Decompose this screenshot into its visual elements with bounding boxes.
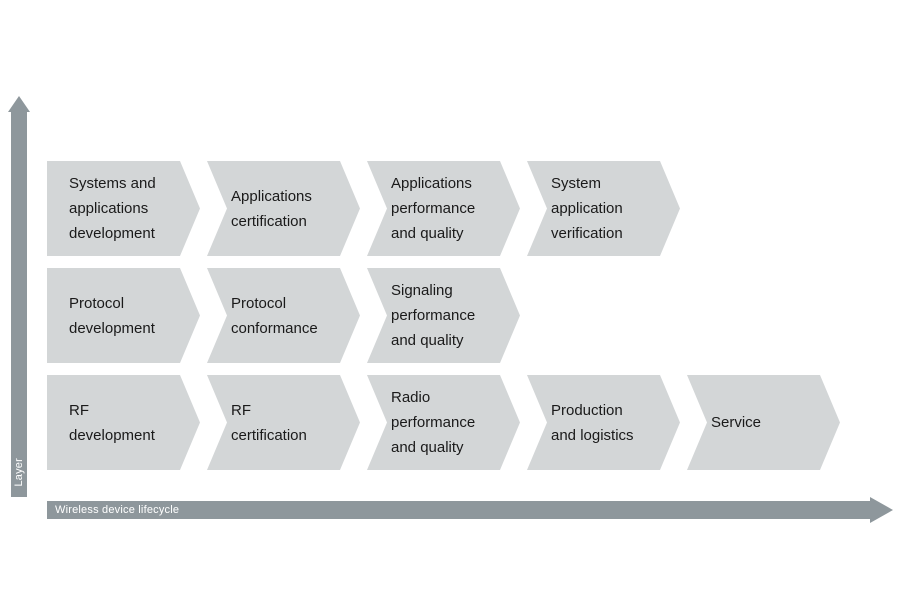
step-label: Protocol conformance	[231, 294, 318, 337]
lifecycle-axis-arrow: Wireless device lifecycle	[47, 497, 893, 523]
step-label: System application verification	[551, 175, 623, 242]
step-radio-performance-and-quality: Radio performance and quality	[367, 375, 520, 470]
step-service: Service	[687, 375, 840, 470]
step-protocol-development: Protocol development	[47, 268, 200, 363]
step-label: Signaling performance and quality	[391, 282, 476, 349]
step-rf-development: RF development	[47, 375, 200, 470]
lifecycle-axis-label: Wireless device lifecycle	[55, 504, 180, 516]
step-label: Applications certification	[231, 187, 312, 230]
step-signaling-performance-and-quality: Signaling performance and quality	[367, 268, 520, 363]
step-systems-and-applications-development: Systems and applications development	[47, 161, 200, 256]
step-protocol-conformance: Protocol conformance	[207, 268, 360, 363]
step-label: Applications performance and quality	[391, 175, 476, 242]
step-label: RF certification	[231, 401, 307, 444]
step-label: Service	[711, 414, 762, 431]
step-label: Production and logistics	[551, 401, 634, 444]
step-label: Protocol development	[69, 294, 155, 337]
step-applications-performance-and-quality: Applications performance and quality	[367, 161, 520, 256]
step-label: RF development	[69, 401, 155, 444]
step-system-application-verification: System application verification	[527, 161, 680, 256]
protocol-row: Protocol development Protocol conformanc…	[47, 268, 520, 363]
step-rf-certification: RF certification	[207, 375, 360, 470]
rf-row: RF development RF certification Radio pe…	[47, 375, 840, 470]
step-label: Radio performance and quality	[391, 389, 476, 456]
layer-axis-label: Layer	[13, 458, 25, 487]
applications-row: Systems and applications development App…	[47, 161, 680, 256]
step-label: Systems and applications development	[69, 175, 156, 242]
step-production-and-logistics: Production and logistics	[527, 375, 680, 470]
step-applications-certification: Applications certification	[207, 161, 360, 256]
layer-axis-arrow: Layer	[8, 96, 30, 497]
